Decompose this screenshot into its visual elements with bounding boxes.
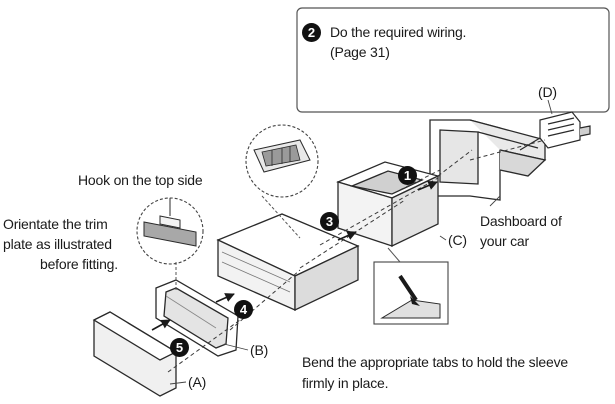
- wiring-instruction-line2: (Page 31): [330, 44, 390, 60]
- label-orientate-line1: Orientate the trim: [3, 216, 108, 232]
- label-part-b: (B): [250, 342, 269, 358]
- step-3-badge: 3: [320, 212, 339, 231]
- wiring-instruction-line1: Do the required wiring.: [330, 24, 467, 40]
- step-1-badge: 1: [398, 166, 417, 185]
- label-hook-top-side: Hook on the top side: [78, 172, 203, 188]
- label-bend-tabs-line2: firmly in place.: [302, 375, 389, 391]
- connector-d-drawing: [519, 111, 591, 151]
- zoom-bubble-sleeve-tabs: [245, 124, 319, 239]
- zoom-bubble-hook: [136, 197, 204, 290]
- assembly-arrows: [151, 180, 438, 331]
- step-5-badge: 5: [170, 338, 189, 357]
- label-leader-lines: [169, 99, 553, 385]
- faceplate-a-drawing: [92, 311, 178, 397]
- head-unit-drawing: [216, 213, 360, 312]
- label-orientate-line3: before fitting.: [40, 256, 118, 272]
- step-4-badge: 4: [234, 300, 253, 319]
- label-part-c: (C): [448, 232, 467, 248]
- label-bend-tabs-line1: Bend the appropriate tabs to hold the sl…: [302, 354, 568, 370]
- label-dashboard-line1: Dashboard of: [480, 213, 562, 229]
- label-dashboard-line2: your car: [480, 233, 529, 249]
- dashboard-slot-drawing: [429, 119, 547, 201]
- wiring-callout-box: [296, 7, 610, 113]
- label-orientate-line2: plate as illustrated: [3, 236, 112, 252]
- sleeve-c-drawing: [336, 161, 440, 248]
- label-part-a: (A): [188, 374, 207, 390]
- label-part-d: (D): [538, 84, 557, 100]
- tab-bending-detail-box: [373, 247, 449, 325]
- step-2-badge: 2: [302, 23, 321, 42]
